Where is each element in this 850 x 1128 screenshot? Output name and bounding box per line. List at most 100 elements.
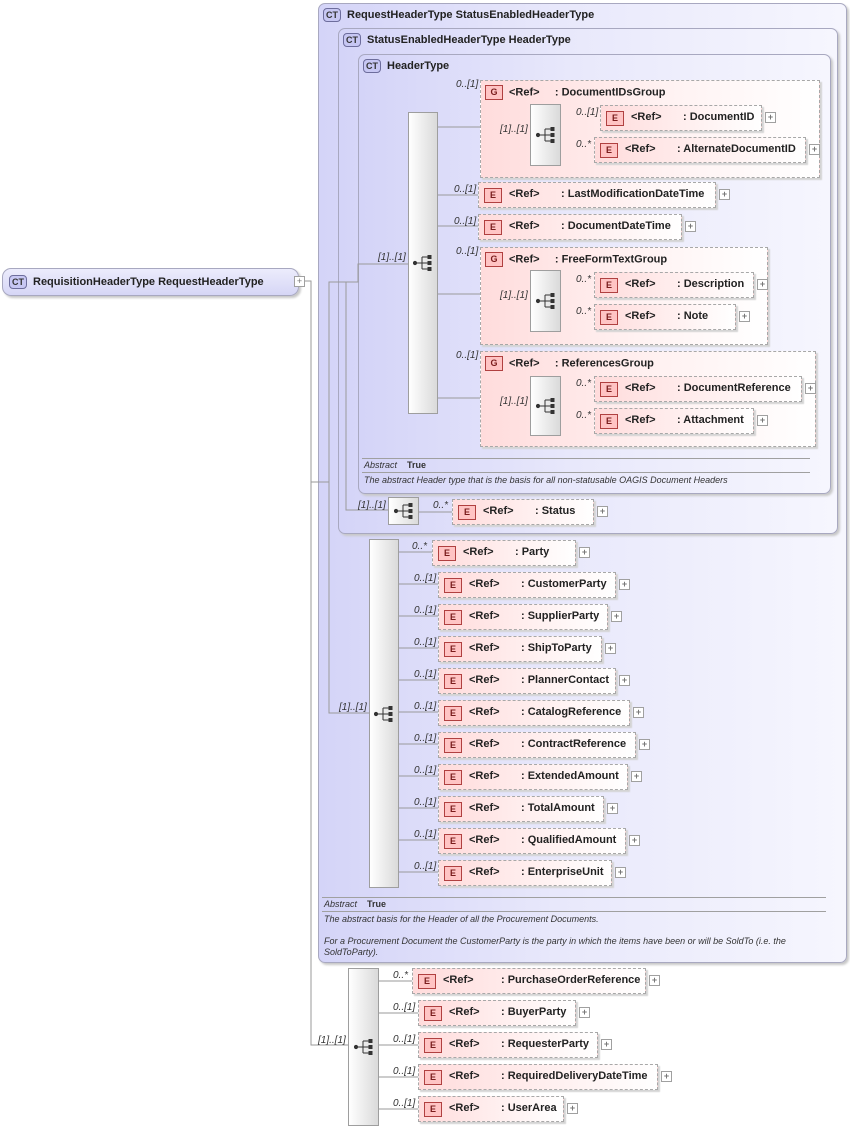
root-expand-button[interactable]: + <box>294 276 305 287</box>
customerparty-cardinality: 0..[1] <box>414 573 437 584</box>
element-name: : Status <box>535 505 576 517</box>
element-note[interactable]: E<Ref>: Note + <box>594 304 750 330</box>
element-alternatedocumentid[interactable]: E<Ref>: AlternateDocumentID + <box>594 137 820 163</box>
sequence-icon <box>535 398 554 414</box>
requireddeliverydatetime-cardinality: 0..[1] <box>393 1066 416 1077</box>
group-icon: G <box>485 356 503 371</box>
element-requesterparty[interactable]: E<Ref>: RequesterParty + <box>418 1032 612 1058</box>
expand-button[interactable]: + <box>805 383 816 394</box>
element-name: : QualifiedAmount <box>521 834 617 846</box>
request-header-type-base: StatusEnabledHeaderType <box>455 8 595 21</box>
request-header-type-name: RequestHeaderType <box>347 8 453 21</box>
element-qualifiedamount[interactable]: E<Ref>: QualifiedAmount + <box>438 828 640 854</box>
root-sequence-icon[interactable] <box>348 968 379 1126</box>
expand-button[interactable]: + <box>809 144 820 155</box>
element-extendedamount[interactable]: E<Ref>: ExtendedAmount + <box>438 764 642 790</box>
element-shiptoparty[interactable]: E<Ref>: ShipToParty + <box>438 636 616 662</box>
complex-type-icon: CT <box>343 33 361 47</box>
header-type-sequence-icon[interactable] <box>408 112 438 414</box>
element-buyerparty[interactable]: E<Ref>: BuyerParty + <box>418 1000 590 1026</box>
expand-button[interactable]: + <box>639 739 650 750</box>
element-attachment[interactable]: E<Ref>: Attachment + <box>594 408 768 434</box>
element-icon: E <box>600 278 618 293</box>
sequence-icon <box>374 705 393 722</box>
element-documentreference[interactable]: E<Ref>: DocumentReference + <box>594 376 816 402</box>
freeform-sequence-icon[interactable] <box>530 270 561 332</box>
element-icon: E <box>438 546 456 561</box>
element-icon: E <box>444 834 462 849</box>
element-userarea[interactable]: E<Ref>: UserArea + <box>418 1096 578 1122</box>
element-icon: E <box>600 414 618 429</box>
element-name: : UserArea <box>501 1102 557 1114</box>
request-header-type-description: The abstract basis for the Header of all… <box>324 914 786 957</box>
element-name: : RequesterParty <box>501 1038 590 1050</box>
expand-button[interactable]: + <box>629 835 640 846</box>
element-purchaseorderreference[interactable]: E<Ref>: PurchaseOrderReference + <box>412 968 660 994</box>
description-cardinality: 0..* <box>576 274 592 285</box>
buyerparty-cardinality: 0..[1] <box>393 1002 416 1013</box>
element-documentid[interactable]: E<Ref>: DocumentID + <box>600 105 776 131</box>
status-sequence-icon[interactable] <box>388 497 419 525</box>
element-icon: E <box>444 610 462 625</box>
plannercontact-cardinality: 0..[1] <box>414 669 437 680</box>
expand-button[interactable]: + <box>605 643 616 654</box>
expand-button[interactable]: + <box>765 112 776 123</box>
header-sequence-cardinality: [1]..[1] <box>378 252 406 263</box>
root-sequence-cardinality: [1]..[1] <box>318 1035 346 1046</box>
supplierparty-cardinality: 0..[1] <box>414 605 437 616</box>
element-totalamount[interactable]: E<Ref>: TotalAmount + <box>438 796 618 822</box>
element-name: : Description <box>677 278 745 290</box>
element-name: : ShipToParty <box>521 642 592 654</box>
element-contractreference[interactable]: E<Ref>: ContractReference + <box>438 732 650 758</box>
documentids-sequence-icon[interactable] <box>530 104 561 166</box>
expand-button[interactable]: + <box>611 611 622 622</box>
element-requireddeliverydatetime[interactable]: E<Ref>: RequiredDeliveryDateTime + <box>418 1064 672 1090</box>
request-sequence-icon[interactable] <box>369 539 399 888</box>
expand-button[interactable]: + <box>757 415 768 426</box>
expand-button[interactable]: + <box>619 675 630 686</box>
element-enterpriseunit[interactable]: E<Ref>: EnterpriseUnit + <box>438 860 626 886</box>
element-description[interactable]: E<Ref>: Description + <box>594 272 768 298</box>
element-icon: E <box>484 220 502 235</box>
expand-button[interactable]: + <box>597 506 608 517</box>
element-customerparty[interactable]: E<Ref>: CustomerParty + <box>438 572 630 598</box>
element-name: : Note <box>677 310 709 322</box>
expand-button[interactable]: + <box>615 867 626 878</box>
element-icon: E <box>444 770 462 785</box>
element-catalogreference[interactable]: E<Ref>: CatalogReference + <box>438 700 644 726</box>
expand-button[interactable]: + <box>607 803 618 814</box>
expand-button[interactable]: + <box>579 1007 590 1018</box>
expand-button[interactable]: + <box>719 189 730 200</box>
expand-button[interactable]: + <box>739 311 750 322</box>
expand-button[interactable]: + <box>579 547 590 558</box>
element-icon: E <box>600 310 618 325</box>
status-enabled-header-type-base: HeaderType <box>508 33 571 46</box>
element-lastmodificationdatetime[interactable]: E<Ref>: LastModificationDateTime + <box>478 182 730 208</box>
complex-type-icon: CT <box>323 8 341 22</box>
expand-button[interactable]: + <box>631 771 642 782</box>
totalamount-cardinality: 0..[1] <box>414 797 437 808</box>
group-ref-label: <Ref> <box>509 86 540 99</box>
element-name: : CatalogReference <box>521 706 622 718</box>
shiptoparty-cardinality: 0..[1] <box>414 637 437 648</box>
element-party[interactable]: E<Ref>: Party + <box>432 540 590 566</box>
references-sequence-icon[interactable] <box>530 376 561 436</box>
element-documentdatetime[interactable]: E<Ref>: DocumentDateTime + <box>478 214 696 240</box>
references-group-cardinality: 0..[1] <box>456 350 479 361</box>
expand-button[interactable]: + <box>601 1039 612 1050</box>
element-icon: E <box>600 382 618 397</box>
element-status[interactable]: E<Ref>: Status + <box>452 499 608 525</box>
expand-button[interactable]: + <box>685 221 696 232</box>
element-supplierparty[interactable]: E<Ref>: SupplierParty + <box>438 604 622 630</box>
status-sequence-cardinality: [1]..[1] <box>358 500 386 511</box>
element-name: : PurchaseOrderReference <box>501 974 641 986</box>
expand-button[interactable]: + <box>661 1071 672 1082</box>
expand-button[interactable]: + <box>649 975 660 986</box>
expand-button[interactable]: + <box>619 579 630 590</box>
element-plannercontact[interactable]: E<Ref>: PlannerContact + <box>438 668 630 694</box>
expand-button[interactable]: + <box>567 1103 578 1114</box>
expand-button[interactable]: + <box>757 279 768 290</box>
element-icon: E <box>424 1006 442 1021</box>
expand-button[interactable]: + <box>633 707 644 718</box>
